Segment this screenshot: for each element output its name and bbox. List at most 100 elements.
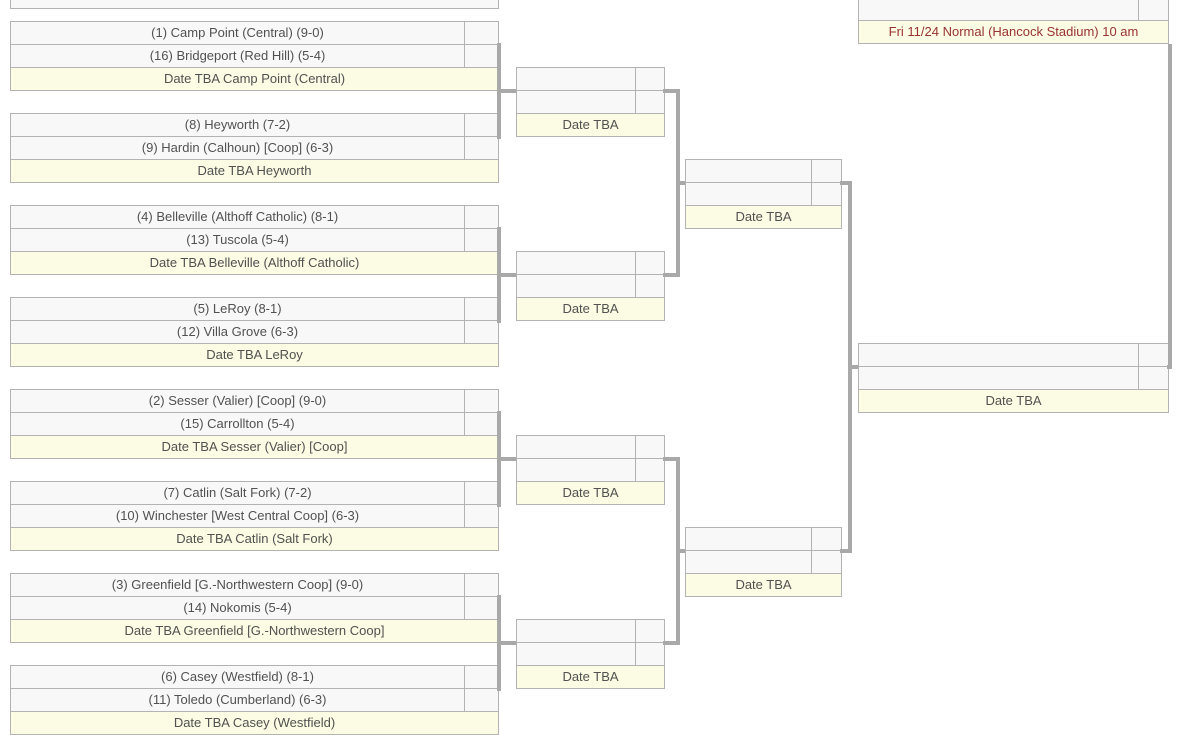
score-cell [464, 114, 498, 136]
connector-to-championship [1168, 44, 1172, 369]
date-row: Date TBA [859, 389, 1168, 412]
score-cell [464, 298, 498, 320]
score-cell [464, 45, 498, 67]
score-cell [464, 505, 498, 527]
team-name: (15) Carrollton (5-4) [180, 416, 295, 431]
score-cell [635, 459, 664, 481]
connector-into-r2-2 [501, 273, 516, 277]
r2-game-2: Date TBA [516, 251, 665, 321]
team-name: (11) Toledo (Cumberland) (6-3) [148, 692, 327, 707]
team-row [517, 274, 664, 297]
half-final-game: Date TBA [858, 343, 1169, 413]
date-row: Date TBA [517, 481, 664, 504]
score-cell [1138, 0, 1168, 20]
team-row: (1) Camp Point (Central) (9-0) [11, 22, 498, 44]
connector-out-sf-1 [840, 181, 848, 185]
team-row [517, 90, 664, 113]
score-cell [635, 275, 664, 297]
connector-into-r2-4 [501, 641, 516, 645]
score-cell [635, 436, 664, 458]
team-slot [859, 367, 1138, 389]
team-row [517, 68, 664, 90]
score-cell [464, 597, 498, 619]
team-row [11, 0, 498, 8]
date-row: Date TBA Casey (Westfield) [11, 711, 498, 734]
team-slot [517, 459, 635, 481]
team-row: (12) Villa Grove (6-3) [11, 320, 498, 343]
team-slot [686, 528, 811, 550]
score-cell [635, 643, 664, 665]
score-cell [1138, 367, 1168, 389]
team-name: (3) Greenfield [G.-Northwestern Coop] (9… [111, 577, 364, 592]
team-name: (8) Heyworth (7-2) [184, 117, 291, 132]
score-cell [464, 666, 498, 688]
connector-into-sf-2 [680, 549, 685, 553]
championship-game: Fri 11/24 Normal (Hancock Stadium) 10 am [858, 0, 1169, 44]
score-cell [635, 68, 664, 90]
r2-game-3: Date TBA [516, 435, 665, 505]
team-row [859, 344, 1168, 366]
connector-into-r2-3 [501, 457, 516, 461]
score-cell [464, 390, 498, 412]
team-slot [517, 643, 635, 665]
connector-r1-pair2 [497, 227, 501, 323]
team-name: (10) Winchester [West Central Coop] (6-3… [115, 508, 360, 523]
r1-matchup-6: (7) Catlin (Salt Fork) (7-2) (10) Winche… [10, 481, 499, 551]
score-cell [811, 551, 841, 573]
date-row: Date TBA Catlin (Salt Fork) [11, 527, 498, 550]
team-row [517, 458, 664, 481]
connector-r1-pair4 [497, 595, 501, 691]
team-row [517, 642, 664, 665]
team-slot [859, 0, 1138, 20]
connector-out-r2-2 [663, 273, 676, 277]
date-row: Date TBA LeRoy [11, 343, 498, 366]
team-row [517, 620, 664, 642]
team-slot [686, 183, 811, 205]
team-row: (8) Heyworth (7-2) [11, 114, 498, 136]
connector-into-r2-1 [501, 89, 516, 93]
date-row: Date TBA Sesser (Valier) [Coop] [11, 435, 498, 458]
score-cell [1138, 344, 1168, 366]
team-row: (7) Catlin (Salt Fork) (7-2) [11, 482, 498, 504]
r1-matchup-5: (2) Sesser (Valier) [Coop] (9-0) (15) Ca… [10, 389, 499, 459]
team-slot [517, 91, 635, 113]
team-row [686, 550, 841, 573]
score-cell [464, 137, 498, 159]
r2-game-4: Date TBA [516, 619, 665, 689]
team-row [517, 436, 664, 458]
connector-out-sf-2 [840, 549, 848, 553]
r1-matchup-8: (6) Casey (Westfield) (8-1) (11) Toledo … [10, 665, 499, 735]
team-name: (4) Belleville (Althoff Catholic) (8-1) [136, 209, 339, 224]
score-cell [464, 321, 498, 343]
team-slot [11, 0, 498, 8]
team-row: (5) LeRoy (8-1) [11, 298, 498, 320]
connector-r1-pair1 [497, 43, 501, 139]
team-name: (5) LeRoy (8-1) [193, 301, 282, 316]
championship-date-row: Fri 11/24 Normal (Hancock Stadium) 10 am [859, 20, 1168, 43]
team-row [686, 182, 841, 205]
score-cell [464, 229, 498, 251]
team-row: (4) Belleville (Althoff Catholic) (8-1) [11, 206, 498, 228]
team-row: (3) Greenfield [G.-Northwestern Coop] (9… [11, 574, 498, 596]
team-slot [517, 68, 635, 90]
team-slot [517, 252, 635, 274]
team-name: (16) Bridgeport (Red Hill) (5-4) [149, 48, 326, 63]
score-cell [811, 183, 841, 205]
team-row [686, 528, 841, 550]
date-row: Date TBA [686, 205, 841, 228]
team-row [517, 252, 664, 274]
connector-out-r2-1 [663, 89, 676, 93]
date-row: Date TBA [686, 573, 841, 596]
date-row: Date TBA [517, 113, 664, 136]
team-name: (2) Sesser (Valier) [Coop] (9-0) [148, 393, 327, 408]
score-cell [635, 252, 664, 274]
score-cell [635, 91, 664, 113]
connector-r2-pair2 [676, 457, 680, 645]
date-row: Date TBA Greenfield [G.-Northwestern Coo… [11, 619, 498, 642]
team-row: (2) Sesser (Valier) [Coop] (9-0) [11, 390, 498, 412]
date-row: Date TBA Camp Point (Central) [11, 67, 498, 90]
connector-into-sf-1 [680, 181, 685, 185]
team-row: (10) Winchester [West Central Coop] (6-3… [11, 504, 498, 527]
date-row: Date TBA [517, 297, 664, 320]
